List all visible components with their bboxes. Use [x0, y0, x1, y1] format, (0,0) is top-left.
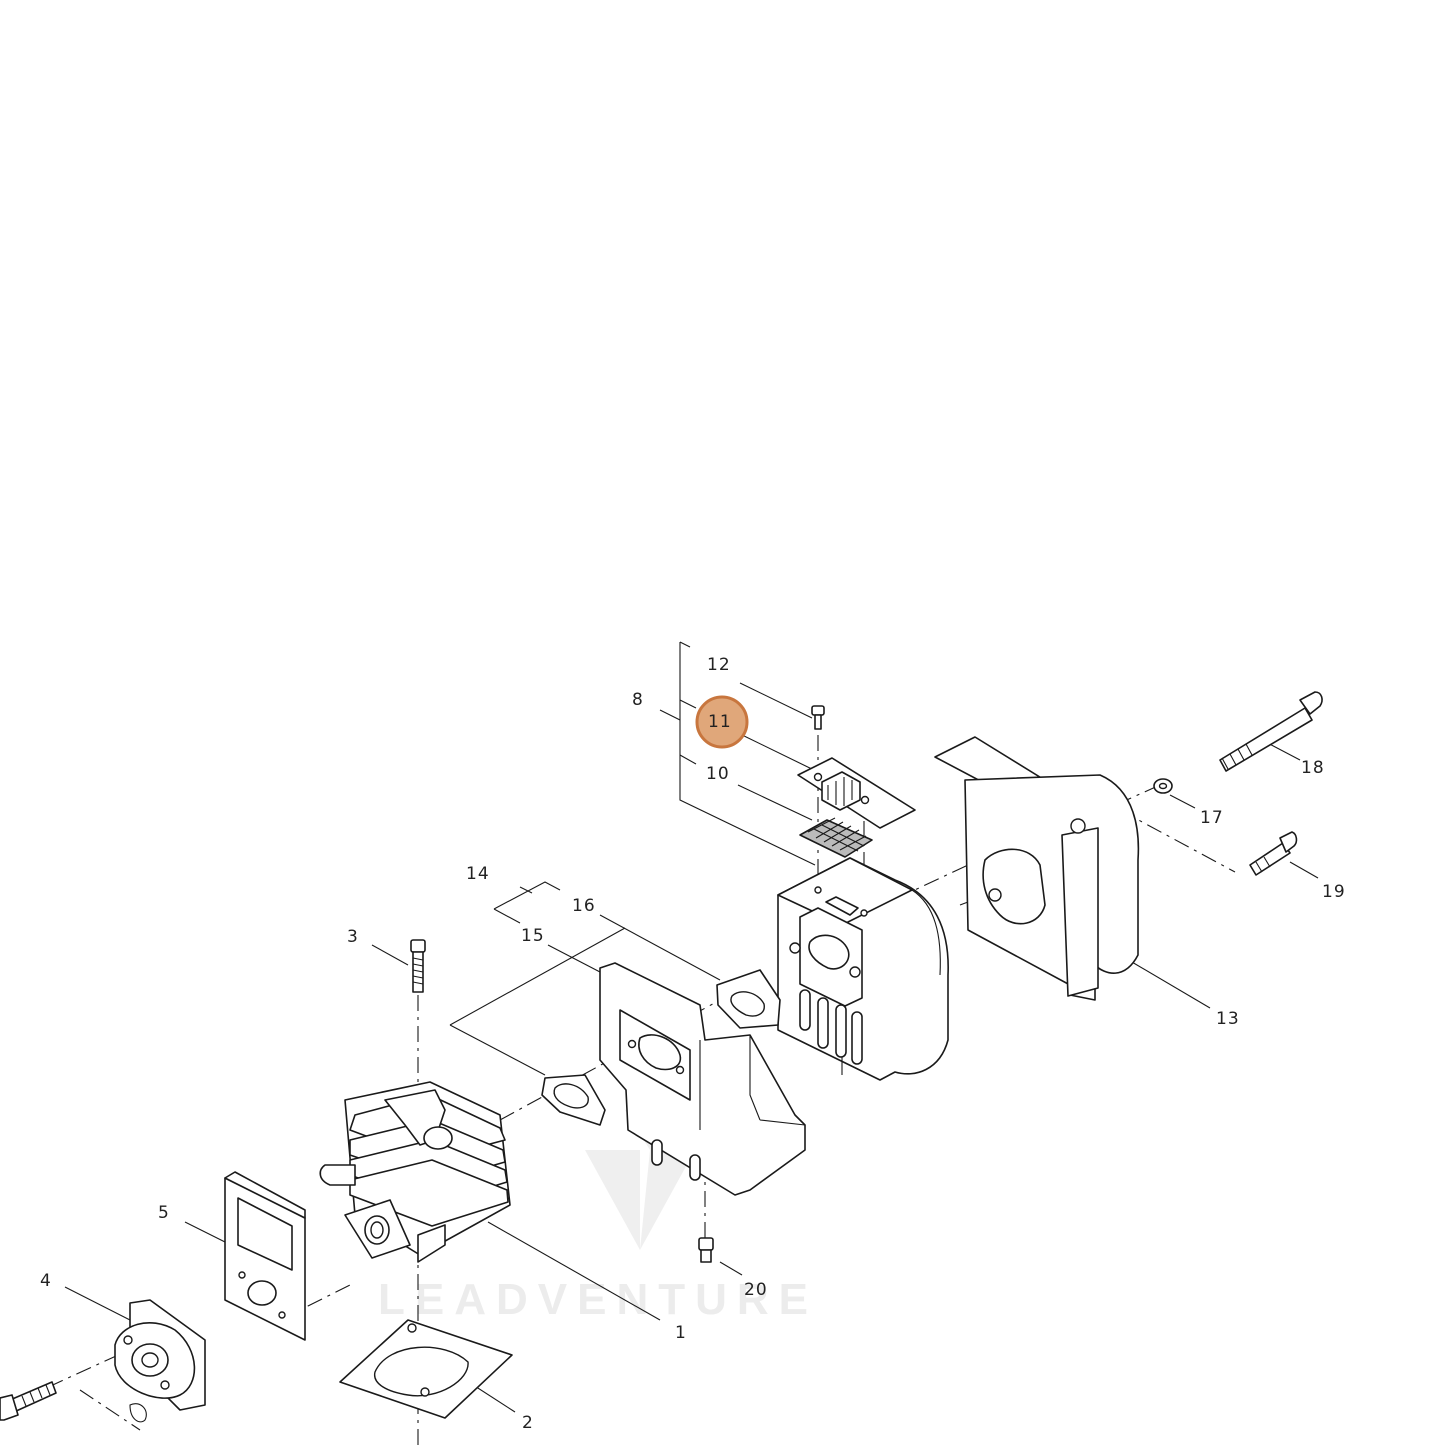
- callout-13[interactable]: 13: [1216, 1009, 1240, 1029]
- part-1-cylinder: [319, 1081, 511, 1263]
- watermark-text: LEADVENTURE: [378, 1275, 818, 1324]
- part-13-muffler-cover: [934, 736, 1140, 1001]
- callout-2[interactable]: 2: [522, 1413, 534, 1433]
- callout-8[interactable]: 8: [632, 690, 644, 710]
- callout-19[interactable]: 19: [1322, 882, 1346, 902]
- part-19-bolt: [1249, 831, 1298, 876]
- part-3-bolt: [410, 939, 426, 993]
- callout-5[interactable]: 5: [158, 1203, 170, 1223]
- callout-20[interactable]: 20: [744, 1280, 768, 1300]
- callout-1[interactable]: 1: [675, 1323, 687, 1343]
- part-intake-bolt: [0, 1381, 57, 1421]
- part-16-gasket: [716, 969, 781, 1029]
- part-20-screw: [698, 1237, 714, 1263]
- callout-16[interactable]: 16: [572, 896, 596, 916]
- watermark: LEADVENTURE: [378, 1108, 818, 1324]
- part-10-spark-screen: [799, 817, 873, 858]
- callout-14[interactable]: 14: [466, 864, 490, 884]
- part-8-muffler: [777, 857, 949, 1081]
- part-11-deflector: [797, 757, 916, 829]
- part-15-heat-shield: [599, 962, 806, 1196]
- callout-17[interactable]: 17: [1200, 808, 1224, 828]
- callout-10[interactable]: 10: [706, 764, 730, 784]
- part-14-gasket: [541, 1074, 606, 1126]
- leadventure-logo-icon: [585, 1108, 695, 1250]
- part-4-intake: [114, 1299, 206, 1423]
- callout-12[interactable]: 12: [707, 655, 731, 675]
- callout-15[interactable]: 15: [521, 926, 545, 946]
- part-2-base-gasket: [339, 1319, 513, 1419]
- part-17-washer: [1153, 778, 1173, 794]
- callout-3[interactable]: 3: [347, 927, 359, 947]
- callout-4[interactable]: 4: [40, 1271, 52, 1291]
- callout-18[interactable]: 18: [1301, 758, 1325, 778]
- part-12-screw: [811, 705, 825, 730]
- part-5-insulator: [224, 1171, 306, 1341]
- callout-11-highlight[interactable]: [695, 695, 749, 749]
- part-18-bolt: [1219, 691, 1323, 772]
- callout-11[interactable]: 11: [708, 712, 732, 732]
- callouts: 1 2 3 4 5 8 10 11 12 13 14 15 16 17 18 1…: [40, 655, 1346, 1433]
